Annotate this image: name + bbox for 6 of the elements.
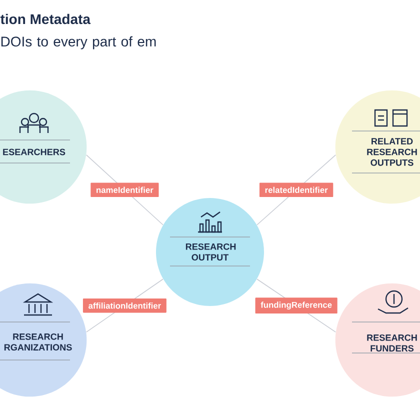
edge-label: relatedIdentifier xyxy=(265,186,328,193)
subtitle: DOIs to every part of em xyxy=(1,36,156,50)
edge-label: affiliationIdentifier xyxy=(88,302,161,309)
title: tion Metadata xyxy=(0,14,91,24)
edge-label: nameIdentifier xyxy=(96,186,154,193)
edge-label: fundingReference xyxy=(260,302,332,310)
